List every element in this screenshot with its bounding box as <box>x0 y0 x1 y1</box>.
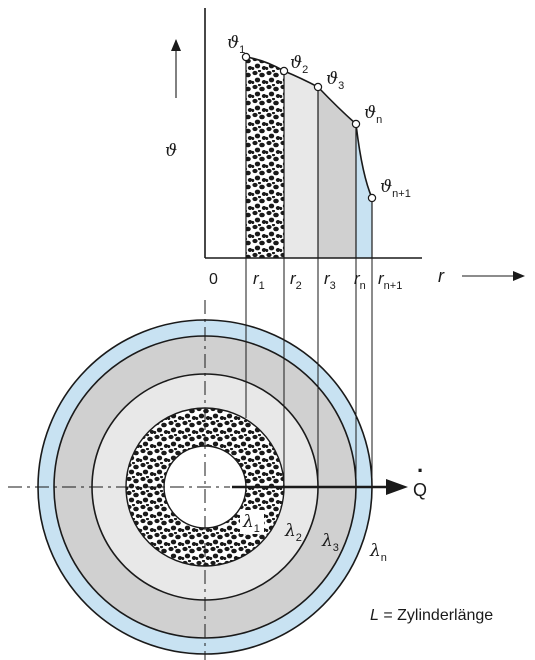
plot-layer-1-fill <box>246 57 284 258</box>
temperature-label-1: ϑ1 <box>227 33 245 56</box>
conductivity-label-2: λ2 <box>284 521 302 544</box>
radius-label-n1: rn+1 <box>378 269 402 292</box>
conductivity-label-1: λ1 <box>242 512 260 535</box>
origin-label: 0 <box>209 271 218 288</box>
temperature-label-2: ϑ2 <box>290 53 308 76</box>
heat-flow-dot: · <box>417 458 424 483</box>
temperature-point-1 <box>241 52 251 62</box>
plot-layer-2-fill <box>284 71 318 258</box>
radius-label-2: r2 <box>290 269 302 292</box>
cylinder-cross-section: Q · λ1 λ2 λ3 λn <box>8 300 427 660</box>
temperature-point-3 <box>313 82 323 92</box>
x-axis-label: r <box>438 266 445 286</box>
plot-layer-n-fill <box>356 124 372 258</box>
temperature-point-n <box>351 119 361 129</box>
radius-label-3: r3 <box>324 269 336 292</box>
temperature-label-3: ϑ3 <box>326 69 344 92</box>
heat-flow-label: Q <box>413 480 427 500</box>
lambda-1-label-bg <box>240 510 264 534</box>
y-axis-label: ϑ <box>165 141 177 161</box>
conductivity-label-3: λ3 <box>321 531 339 554</box>
radius-label-1: r1 <box>253 269 265 292</box>
temperature-point-2 <box>279 66 289 76</box>
projection-lines <box>245 258 373 487</box>
cylinder-length-note: L = Zylinderlänge <box>370 607 493 624</box>
heat-flow-arrowhead <box>386 479 408 495</box>
conductivity-label-n: λn <box>369 541 387 564</box>
temperature-label-n: ϑn <box>364 103 382 126</box>
temperature-plot: ϑ r 0 ϑ1 ϑ2 ϑ3 ϑn ϑn+1 r1 r2 r3 rn rn+1 <box>165 8 525 292</box>
temperature-point-n1 <box>367 193 377 203</box>
temperature-label-n1: ϑn+1 <box>380 177 411 200</box>
plot-layer-3-fill <box>318 87 356 258</box>
radius-label-n: rn <box>354 269 366 292</box>
